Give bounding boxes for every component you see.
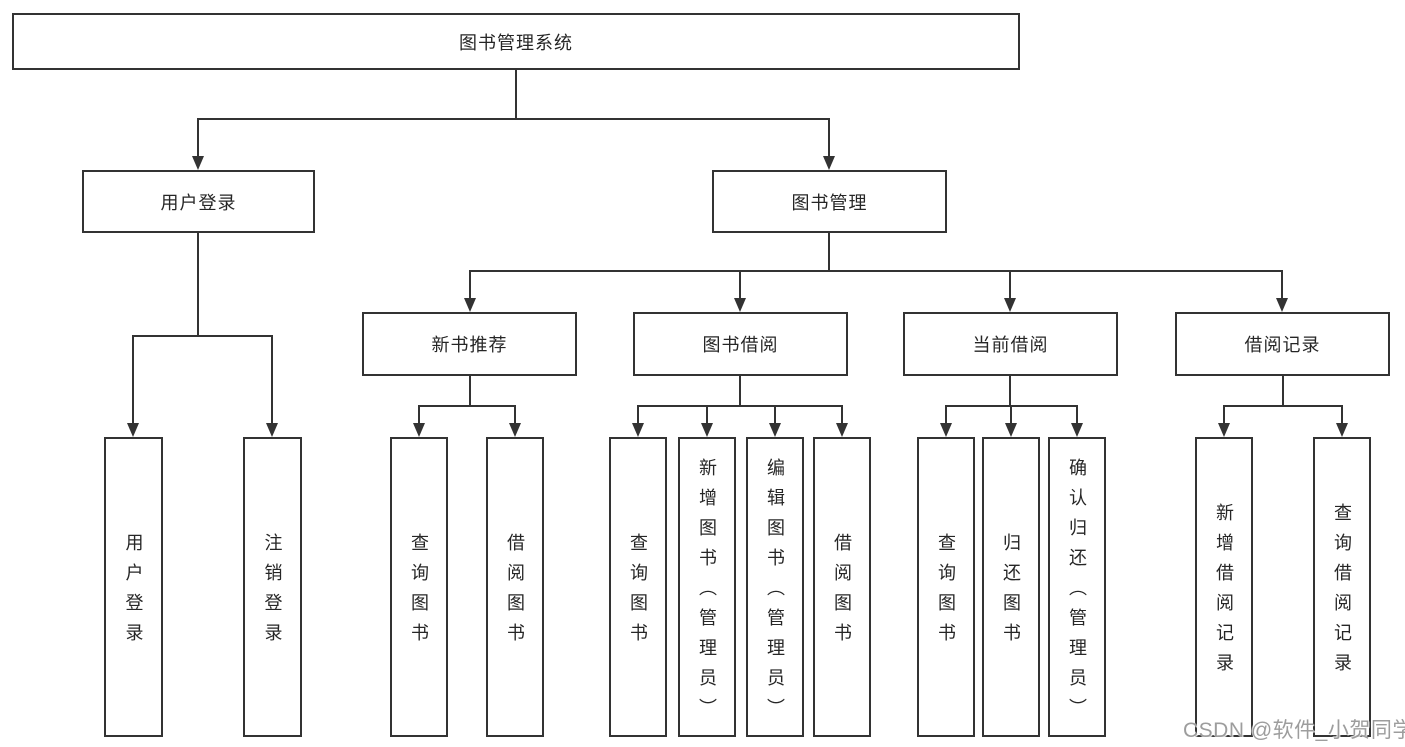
connector-hline: [946, 405, 1078, 407]
connector-vline: [1223, 405, 1225, 425]
arrow-down-icon: [701, 423, 713, 437]
connector-vline: [774, 405, 776, 425]
arrow-down-icon: [1218, 423, 1230, 437]
connector-vline: [828, 233, 830, 272]
arrow-down-icon: [1005, 423, 1017, 437]
node-borrowing-records: 借阅记录: [1175, 312, 1390, 376]
connector-vline: [418, 405, 420, 425]
connector-vline: [514, 405, 516, 425]
node-leaf-logout: 注销登录: [243, 437, 302, 737]
node-current-query-book: 查询图书: [917, 437, 975, 737]
arrow-down-icon: [413, 423, 425, 437]
connector-vline: [1009, 376, 1011, 407]
node-borrowing-add-book-admin: 新增图书（管理员）: [678, 437, 736, 737]
connector-hline: [470, 270, 1283, 272]
connector-vline: [1076, 405, 1078, 425]
connector-vline: [1341, 405, 1343, 425]
node-current-confirm-return-admin: 确认归还（管理员）: [1048, 437, 1106, 737]
arrow-down-icon: [734, 298, 746, 312]
node-borrowing-borrow-book: 借阅图书: [813, 437, 871, 737]
arrow-down-icon: [632, 423, 644, 437]
node-borrowing-query-book: 查询图书: [609, 437, 667, 737]
csdn-watermark: CSDN @软件_小贺同学: [1183, 719, 1405, 742]
connector-hline: [638, 405, 843, 407]
arrow-down-icon: [1336, 423, 1348, 437]
arrow-down-icon: [464, 298, 476, 312]
connector-vline: [197, 118, 199, 158]
connector-vline: [637, 405, 639, 425]
node-current-return-book: 归还图书: [982, 437, 1040, 737]
connector-vline: [945, 405, 947, 425]
node-records-query-record: 查询借阅记录: [1313, 437, 1371, 737]
node-borrowing-edit-book-admin: 编辑图书（管理员）: [746, 437, 804, 737]
connector-hline: [197, 118, 830, 120]
arrow-down-icon: [266, 423, 278, 437]
arrow-down-icon: [823, 156, 835, 170]
connector-vline: [1010, 405, 1012, 425]
connector-vline: [739, 376, 741, 407]
connector-vline: [841, 405, 843, 425]
arrow-down-icon: [769, 423, 781, 437]
node-book-management: 图书管理: [712, 170, 947, 233]
connector-vline: [739, 270, 741, 300]
connector-hline: [1224, 405, 1343, 407]
connector-vline: [515, 70, 517, 120]
node-recommend-query-book: 查询图书: [390, 437, 448, 737]
node-recommend-borrow-book: 借阅图书: [486, 437, 544, 737]
node-library-system: 图书管理系统: [12, 13, 1020, 70]
node-records-add-record: 新增借阅记录: [1195, 437, 1253, 737]
connector-vline: [197, 233, 199, 337]
arrow-down-icon: [1004, 298, 1016, 312]
connector-vline: [828, 118, 830, 158]
connector-vline: [271, 335, 273, 425]
arrow-down-icon: [1276, 298, 1288, 312]
connector-vline: [1009, 270, 1011, 300]
arrow-down-icon: [509, 423, 521, 437]
connector-vline: [469, 376, 471, 407]
arrow-down-icon: [1071, 423, 1083, 437]
connector-vline: [706, 405, 708, 425]
arrow-down-icon: [940, 423, 952, 437]
connector-vline: [132, 335, 134, 425]
connector-vline: [1282, 376, 1284, 407]
node-current-borrowing: 当前借阅: [903, 312, 1118, 376]
node-book-borrowing: 图书借阅: [633, 312, 848, 376]
connector-vline: [1281, 270, 1283, 300]
arrow-down-icon: [192, 156, 204, 170]
connector-hline: [133, 335, 273, 337]
connector-hline: [419, 405, 516, 407]
node-new-book-recommend: 新书推荐: [362, 312, 577, 376]
arrow-down-icon: [127, 423, 139, 437]
node-leaf-user-login: 用户登录: [104, 437, 163, 737]
arrow-down-icon: [836, 423, 848, 437]
connector-vline: [469, 270, 471, 300]
node-user-login: 用户登录: [82, 170, 315, 233]
